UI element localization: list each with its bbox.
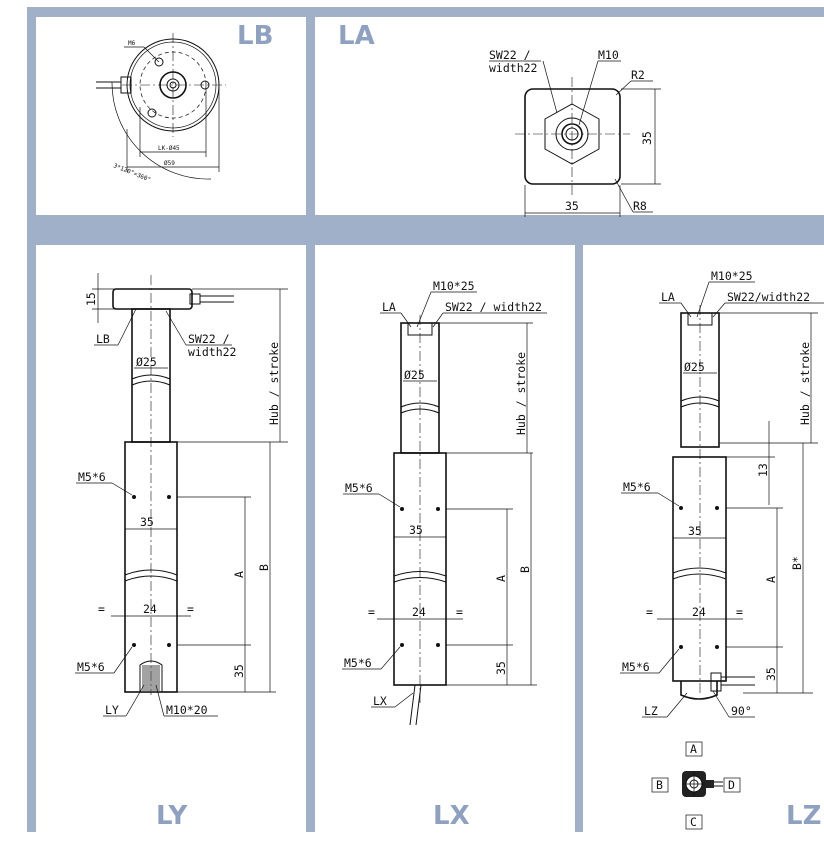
lx-drawing: Ø25 M10*25 LA SW22 / width22 Hub / strok… <box>342 279 547 726</box>
lx-h35: 35 <box>494 661 508 675</box>
panel-lb-label: LB <box>237 21 274 51</box>
ly-drawing: 15 Ø25 LB SW22 / width22 Hub / stroke <box>75 273 288 717</box>
lz-box-d: D <box>728 778 735 792</box>
panel-lx-label: LX <box>433 801 470 831</box>
lz-box-c: C <box>690 815 697 829</box>
lz-w24: 24 <box>692 605 706 619</box>
panel-lb: LB M6 LK-Ø45 Ø59 <box>36 17 306 215</box>
lz-drawing: Ø25 M10*25 LA SW22/width22 Hub / stroke … <box>620 269 824 830</box>
lb-lk: LK-Ø45 <box>158 145 180 152</box>
lz-hub: Hub / stroke <box>798 342 812 425</box>
la-w: 35 <box>565 199 579 213</box>
ly-w35: 35 <box>140 515 154 529</box>
lx-la: LA <box>382 300 396 314</box>
lx-b: B <box>518 566 532 573</box>
ly-width: width22 <box>188 345 236 359</box>
lx-m10: M10*25 <box>433 279 475 293</box>
lz-a: A <box>764 576 778 583</box>
lz-h35: 35 <box>764 667 778 681</box>
la-r2: R2 <box>631 68 645 82</box>
lz-m10: M10*25 <box>711 269 753 283</box>
lb-dia: Ø59 <box>164 160 175 167</box>
la-width: width22 <box>489 61 537 75</box>
lz-m5top: M5*6 <box>623 480 651 494</box>
ly-a: A <box>232 571 246 578</box>
lz-d13: 13 <box>756 463 770 477</box>
ly-eq2: = <box>187 602 194 616</box>
ly-w24: 24 <box>143 602 157 616</box>
ly-h35: 35 <box>232 664 246 678</box>
ly-m5top: M5*6 <box>78 470 106 484</box>
la-sw: SW22 / <box>489 48 531 62</box>
ly-m10: M10*20 <box>166 703 208 717</box>
lx-hub: Hub / stroke <box>514 352 528 435</box>
lb-angle: 3*120°=360° <box>112 162 151 183</box>
lb-drawing: M6 LK-Ø45 Ø59 3*120°=360° <box>96 33 226 184</box>
panel-lz-label: LZ <box>786 801 822 831</box>
panel-lx: LX Ø25 M10*25 LA SW22 / width22 Hub / st… <box>315 245 575 832</box>
la-r8: R8 <box>633 199 647 213</box>
ly-ly: LY <box>105 703 119 717</box>
ly-hub: Hub / stroke <box>267 342 281 425</box>
lz-box-a: A <box>690 742 697 756</box>
ly-eq1: = <box>98 602 105 616</box>
panel-la: LA SW22 / width22 M10 R2 35 <box>315 17 824 217</box>
la-m10: M10 <box>598 48 619 62</box>
la-drawing: SW22 / width22 M10 R2 35 35 R8 <box>489 48 661 217</box>
lx-eq2: = <box>456 605 463 619</box>
lz-deg: 90° <box>731 704 752 718</box>
lx-m5top: M5*6 <box>345 481 373 495</box>
lx-d25: Ø25 <box>404 368 425 382</box>
panel-la-label: LA <box>338 21 375 51</box>
lx-a: A <box>494 575 508 582</box>
lz-eq2: = <box>736 605 743 619</box>
ly-m5bot: M5*6 <box>77 660 105 674</box>
lz-la: LA <box>661 290 675 304</box>
panel-lz: LZ Ø25 M10*25 LA SW22/width22 Hub / stro… <box>583 245 824 832</box>
lx-w35: 35 <box>409 523 423 537</box>
la-h: 35 <box>640 131 654 145</box>
lx-m5bot: M5*6 <box>344 656 372 670</box>
lz-sw: SW22/width22 <box>727 290 810 304</box>
lx-sw: SW22 / width22 <box>445 300 542 314</box>
ly-d25: Ø25 <box>136 355 157 369</box>
figure-frame: LB M6 LK-Ø45 Ø59 <box>27 7 824 832</box>
ly-b: B <box>257 564 271 571</box>
ly-lb: LB <box>96 332 110 346</box>
lz-m5bot: M5*6 <box>622 660 650 674</box>
ly-d15: 15 <box>84 292 98 306</box>
lz-eq1: = <box>646 605 653 619</box>
lz-box-b: B <box>656 778 663 792</box>
ly-sw: SW22 / <box>188 332 230 346</box>
lz-w35: 35 <box>688 524 702 538</box>
lz-lz: LZ <box>644 704 658 718</box>
lb-m6: M6 <box>128 40 136 47</box>
panel-ly: LY 15 Ø25 LB SW22 / width22 <box>36 245 306 832</box>
lz-b: B* <box>790 556 804 570</box>
lx-eq1: = <box>368 605 375 619</box>
panel-ly-label: LY <box>156 801 188 831</box>
lx-lx: LX <box>373 694 387 708</box>
lx-w24: 24 <box>412 605 426 619</box>
lz-d25: Ø25 <box>684 360 705 374</box>
